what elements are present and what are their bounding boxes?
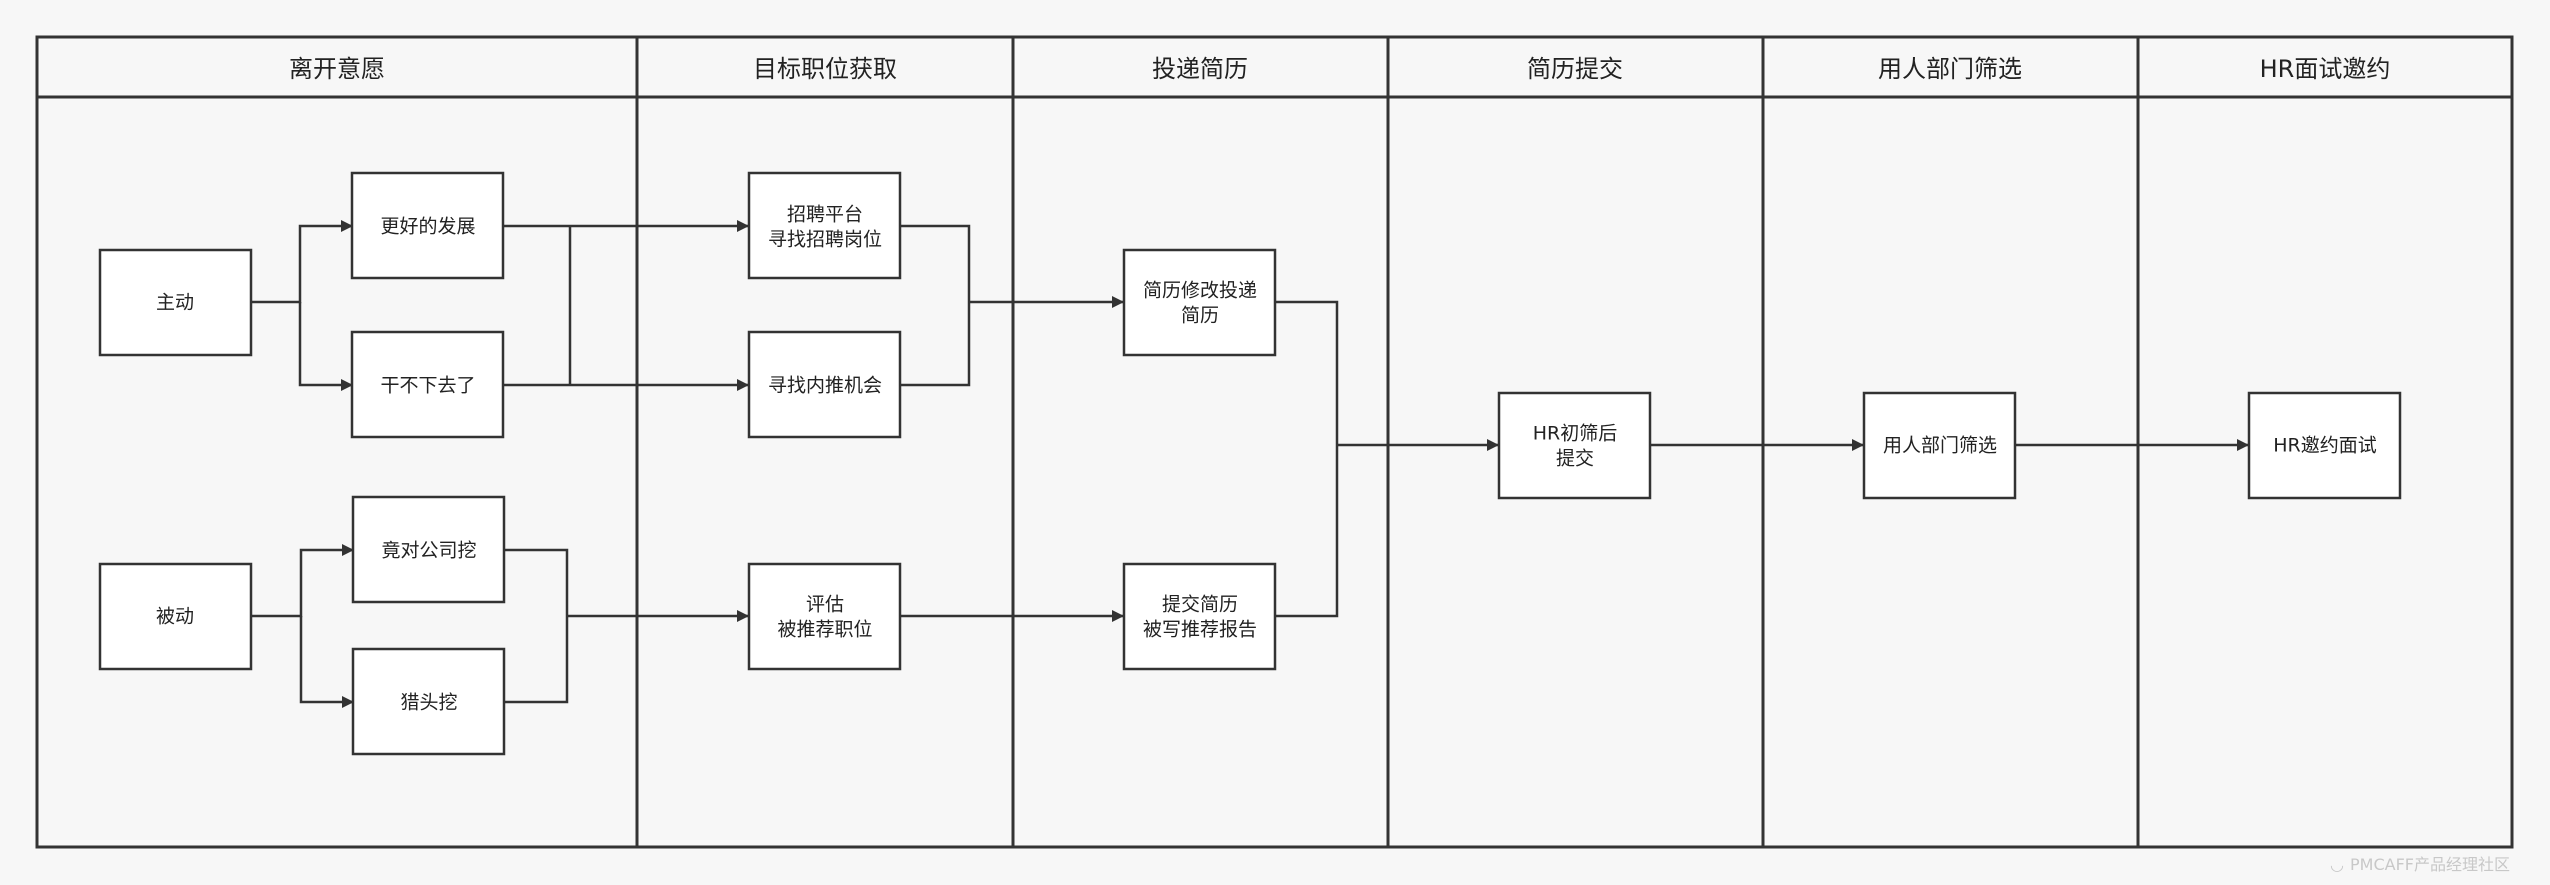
lane-title-hr: HR面试邀约 bbox=[2260, 55, 2391, 83]
node-competitor[interactable]: 竟对公司挖 bbox=[351, 495, 506, 604]
node-label: 寻找内推机会 bbox=[768, 375, 882, 397]
node-label-line-1: 简历修改投递 bbox=[1143, 280, 1257, 302]
watermark-text: PMCAFF产品经理社区 bbox=[2350, 855, 2510, 874]
node-active[interactable]: 主动 bbox=[98, 248, 253, 357]
node-better-dev[interactable]: 更好的发展 bbox=[350, 171, 505, 280]
node-submit-report[interactable]: 提交简历 被写推荐报告 bbox=[1122, 562, 1277, 671]
node-label: 主动 bbox=[156, 292, 194, 314]
node-cant-continue[interactable]: 干不下去了 bbox=[350, 330, 505, 439]
node-label-line-2: 寻找招聘岗位 bbox=[768, 229, 882, 251]
node-label-line-1: 评估 bbox=[806, 594, 844, 616]
edge-target-merge bbox=[900, 224, 971, 387]
lane-title-leave: 离开意愿 bbox=[289, 55, 385, 83]
node-label-line-2: 简历 bbox=[1181, 305, 1219, 327]
lane-title-apply: 投递简历 bbox=[1152, 55, 1248, 83]
node-dept-screen[interactable]: 用人部门筛选 bbox=[1862, 391, 2017, 500]
node-passive[interactable]: 被动 bbox=[98, 562, 253, 671]
node-label: 用人部门筛选 bbox=[1883, 435, 1997, 457]
node-label: 干不下去了 bbox=[380, 375, 475, 397]
node-label: 被动 bbox=[156, 606, 194, 628]
node-headhunter[interactable]: 猎头挖 bbox=[351, 647, 506, 756]
node-label: 竟对公司挖 bbox=[381, 540, 476, 562]
edge-active-better-dev bbox=[251, 220, 353, 304]
node-hr-screen[interactable]: HR初筛后 提交 bbox=[1497, 391, 1652, 500]
node-label-line-2: 提交 bbox=[1556, 448, 1594, 470]
node-resume-modify[interactable]: 简历修改投递 简历 bbox=[1122, 248, 1277, 357]
connectors bbox=[251, 220, 2249, 708]
node-label-line-2: 被推荐职位 bbox=[777, 619, 872, 641]
node-referral[interactable]: 寻找内推机会 bbox=[747, 330, 902, 439]
lane-title-target: 目标职位获取 bbox=[753, 55, 897, 83]
node-label: 更好的发展 bbox=[380, 216, 475, 238]
edge-active-cant-continue bbox=[298, 302, 353, 391]
lane-title-dept: 用人部门筛选 bbox=[1878, 55, 2022, 83]
watermark: ◡ PMCAFF产品经理社区 bbox=[2330, 851, 2510, 875]
node-label: 猎头挖 bbox=[400, 692, 457, 714]
coffee-cup-icon: ◡ bbox=[2330, 855, 2345, 874]
edge-apply-merge bbox=[1275, 300, 1339, 618]
lane-title-submit: 简历提交 bbox=[1527, 55, 1623, 83]
node-hr-invite[interactable]: HR邀约面试 bbox=[2247, 391, 2402, 500]
node-label-line-1: 提交简历 bbox=[1162, 594, 1238, 616]
edge-passive-merge bbox=[504, 548, 569, 704]
node-label: HR邀约面试 bbox=[2273, 435, 2377, 457]
node-job-platform[interactable]: 招聘平台 寻找招聘岗位 bbox=[747, 171, 902, 280]
node-label-line-1: 招聘平台 bbox=[787, 204, 863, 226]
node-label-line-1: HR初筛后 bbox=[1533, 423, 1618, 445]
edge-passive-headhunter bbox=[299, 616, 354, 708]
edge-passive-competitor bbox=[251, 544, 354, 618]
node-evaluate[interactable]: 评估 被推荐职位 bbox=[747, 562, 902, 671]
node-label-line-2: 被写推荐报告 bbox=[1143, 619, 1257, 641]
